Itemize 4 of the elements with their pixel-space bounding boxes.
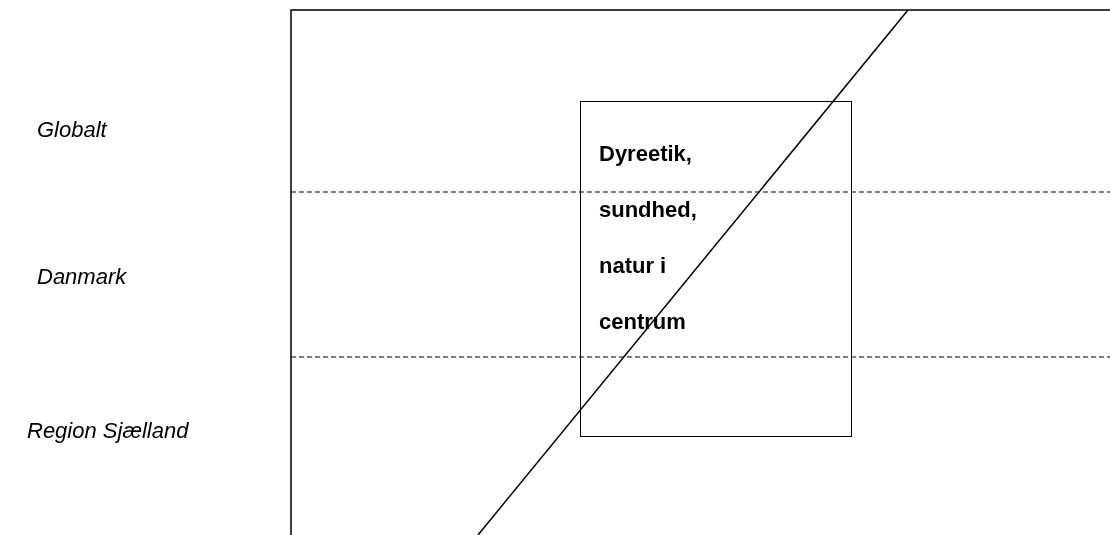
text-box — [580, 101, 852, 437]
row-label: Region Sjælland — [27, 418, 189, 444]
row-label: Globalt — [37, 117, 107, 143]
row-label: Danmark — [37, 264, 127, 290]
